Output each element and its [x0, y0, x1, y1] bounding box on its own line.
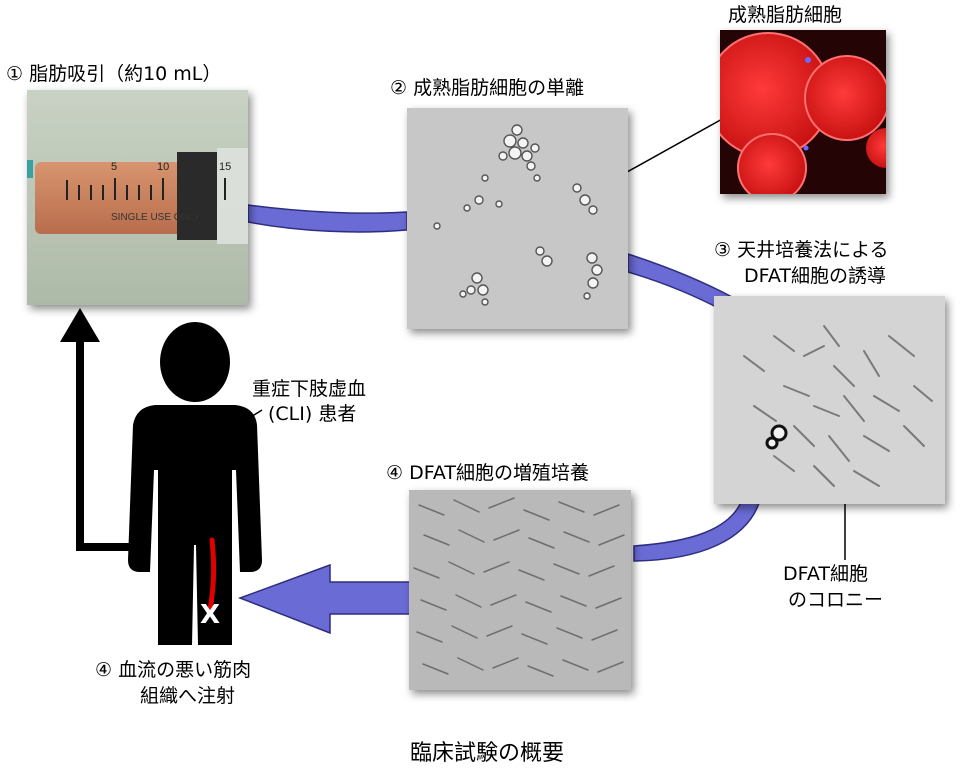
mature-adipocyte-label: 成熟脂肪細胞	[728, 4, 843, 26]
mature-adipocyte-fluorescence-photo	[720, 30, 886, 194]
patient-silhouette-icon	[128, 322, 262, 645]
colony-label-line1: DFAT細胞	[783, 563, 868, 585]
colony-label-line2: のコロニー	[788, 589, 884, 611]
step4b-label-line2: 組織へ注射	[140, 685, 236, 707]
step4a-label: ④ DFAT細胞の増殖培養	[386, 462, 590, 484]
connector-band-1-2	[247, 204, 408, 233]
step4b-label-line1: ④ 血流の悪い筋肉	[95, 659, 252, 681]
return-arrow-head	[60, 308, 100, 342]
step3-label-line1: ③ 天井培養法による	[714, 239, 889, 261]
injection-arrow	[237, 563, 411, 635]
syringe-scale-5: 5	[111, 161, 117, 173]
syringe-scale-15: 15	[219, 161, 231, 173]
patient-label-line1: 重症下肢虚血	[252, 378, 367, 400]
syringe-print: SINGLE USE ONLY	[111, 212, 201, 223]
ceiling-culture-photo	[714, 296, 945, 504]
return-arrow	[76, 338, 148, 551]
step1-label: ① 脂肪吸引（約10 mL）	[6, 63, 222, 85]
isolated-adipocytes-photo	[407, 108, 628, 329]
injection-mark: X	[200, 600, 221, 630]
syringe-scale-10: 10	[157, 161, 169, 173]
injection-site-line	[207, 537, 217, 613]
diagram-caption: 臨床試験の概要	[410, 741, 565, 766]
step2-label: ② 成熟脂肪細胞の単離	[390, 77, 585, 99]
patient-label-line2: (CLI) 患者	[268, 403, 357, 425]
proliferation-culture-photo	[409, 490, 631, 690]
step3-label-line2: DFAT細胞の誘導	[744, 265, 886, 287]
syringe-photo: 5 10 15 SINGLE USE ONLY	[27, 90, 248, 305]
connector-band-3-4	[633, 499, 762, 562]
